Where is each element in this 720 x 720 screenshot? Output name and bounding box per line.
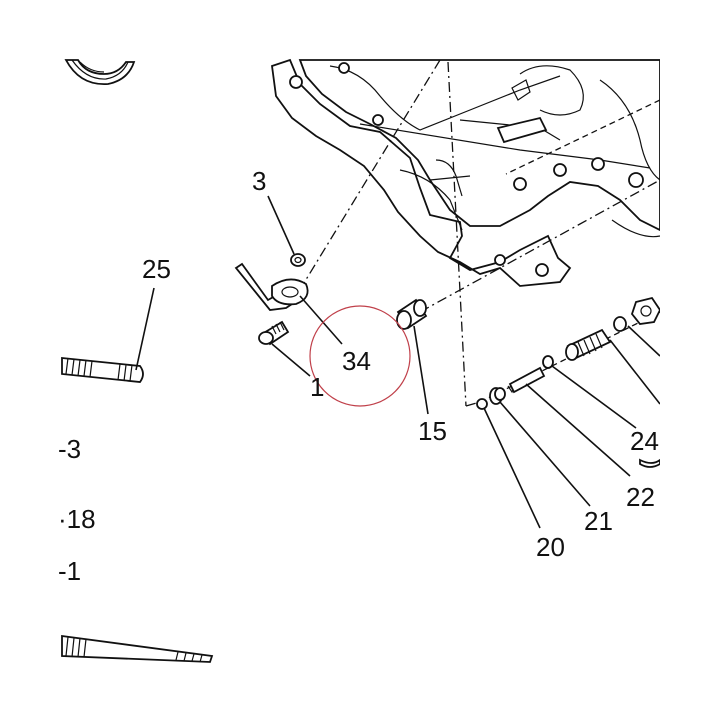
left-callout-18: ·18 [58, 504, 96, 534]
left-callout-1: -1 [58, 556, 81, 586]
highlight-circle [309, 305, 411, 407]
callout-22: 22 [626, 482, 655, 512]
callout-15: 15 [418, 416, 447, 446]
callout-34: 34 [342, 346, 371, 376]
stud-part-25 [61, 357, 144, 383]
crankcase-housing [271, 58, 661, 287]
hook-bracket-part-34 [234, 262, 309, 311]
valve-train-parts [476, 296, 662, 468]
callout-24: 24 [630, 426, 659, 456]
callout-20: 20 [536, 532, 565, 562]
seat-part-21 [489, 387, 506, 405]
callout-1: 1 [310, 372, 324, 402]
crop-mask-top [0, 0, 720, 58]
piston-part-24 [565, 328, 612, 361]
nut-part [630, 296, 662, 325]
leader-lines [135, 195, 661, 529]
left-callout-3: -3 [58, 434, 81, 464]
callout-21: 21 [584, 506, 613, 536]
crop-mask-right [660, 0, 720, 720]
bushing-part-15 [396, 298, 428, 330]
callout-25: 25 [142, 254, 171, 284]
washer-part-3 [290, 253, 306, 267]
ball-part-20 [476, 398, 488, 410]
long-stud-partial [61, 634, 214, 663]
screw-part-1 [258, 320, 290, 346]
callout-3: 3 [252, 166, 266, 196]
gasket-ring-partial [64, 59, 136, 85]
